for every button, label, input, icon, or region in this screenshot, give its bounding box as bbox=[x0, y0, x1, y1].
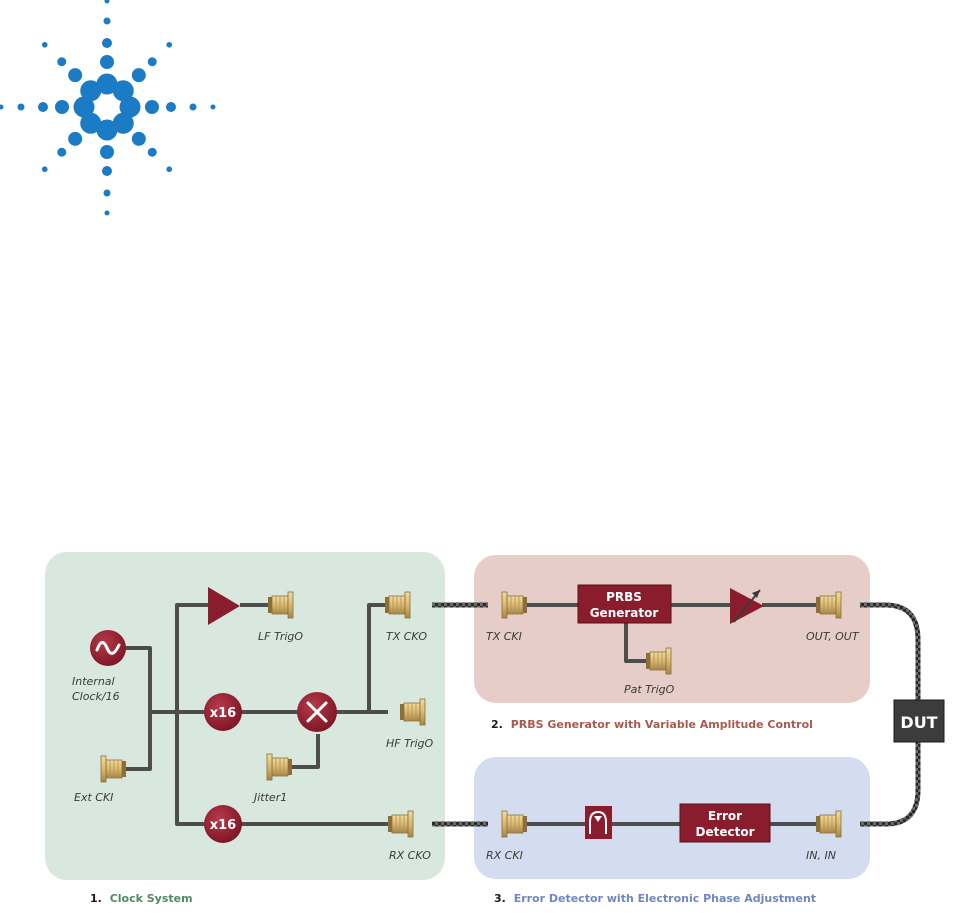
x16-bottom-label: x16 bbox=[210, 818, 236, 833]
tx-cki-connector-icon bbox=[501, 591, 528, 619]
caption-prbs-num: 2. bbox=[491, 718, 503, 731]
prbs-generator-panel bbox=[474, 555, 870, 703]
prbs-label-line1: PRBS bbox=[606, 590, 642, 604]
x16-multiplier-top: x16 bbox=[204, 693, 242, 731]
x16-top-label: x16 bbox=[210, 706, 236, 721]
caption-prbs-text: PRBS Generator with Variable Amplitude C… bbox=[511, 718, 813, 731]
dut-label: DUT bbox=[900, 713, 937, 732]
dut-block: DUT bbox=[893, 699, 945, 743]
tx-cki-label: TX CKI bbox=[486, 630, 522, 643]
hf-trigo-label: HF TrigO bbox=[386, 737, 434, 750]
caption-clock-num: 1. bbox=[90, 892, 102, 905]
caption-error: 3. Error Detector with Electronic Phase … bbox=[494, 892, 816, 905]
phase-adjust-icon bbox=[585, 806, 612, 839]
caption-clock-system: 1. Clock System bbox=[90, 892, 193, 905]
pat-trigo-label: Pat TrigO bbox=[624, 683, 675, 696]
internal-clock-label-2: Clock/16 bbox=[72, 690, 120, 703]
caption-error-num: 3. bbox=[494, 892, 506, 905]
lf-trigo-label: LF TrigO bbox=[258, 630, 303, 643]
sine-oscillator-icon bbox=[90, 630, 126, 666]
prbs-generator-block: PRBS Generator bbox=[577, 584, 672, 624]
mixer-icon bbox=[297, 692, 337, 732]
jitter-label: Jitter1 bbox=[252, 791, 287, 804]
rx-cko-label: RX CKO bbox=[389, 849, 431, 862]
variable-amplifier-icon bbox=[730, 588, 764, 624]
clock-system-panel bbox=[45, 552, 445, 880]
caption-clock-text: Clock System bbox=[110, 892, 193, 905]
pat-trigo-connector-icon bbox=[645, 647, 672, 675]
x16-multiplier-bottom: x16 bbox=[204, 805, 242, 843]
rx-cko-connector-icon bbox=[387, 810, 414, 838]
error-label-line2: Detector bbox=[696, 825, 755, 839]
internal-clock-label-1: Internal bbox=[72, 675, 115, 688]
error-detector-panel bbox=[474, 757, 870, 879]
prbs-label-line2: Generator bbox=[590, 606, 659, 620]
ext-cki-label: Ext CKI bbox=[74, 791, 113, 804]
rx-cki-connector-icon bbox=[501, 810, 528, 838]
tx-cko-connector-icon bbox=[384, 591, 411, 619]
amplifier-icon bbox=[208, 587, 240, 625]
lf-trigo-connector-icon bbox=[267, 591, 294, 619]
rx-cki-label: RX CKI bbox=[486, 849, 523, 862]
out-label: OUT, OUT bbox=[806, 630, 860, 643]
hf-trigo-connector-icon bbox=[399, 698, 426, 726]
caption-error-text: Error Detector with Electronic Phase Adj… bbox=[514, 892, 816, 905]
in-connector-icon bbox=[815, 810, 842, 838]
jitter-connector-icon bbox=[266, 753, 293, 781]
error-detector-block: Error Detector bbox=[679, 803, 771, 843]
error-label-line1: Error bbox=[708, 809, 742, 823]
out-to-dut-cable bbox=[860, 602, 921, 700]
caption-prbs: 2. PRBS Generator with Variable Amplitud… bbox=[491, 718, 813, 731]
tx-cko-label: TX CKO bbox=[386, 630, 427, 643]
in-label: IN, IN bbox=[806, 849, 836, 862]
ext-cki-connector-icon bbox=[100, 755, 127, 783]
dut-to-in-cable bbox=[860, 742, 921, 827]
agilent-spark-logo-icon bbox=[0, 0, 216, 216]
out-connector-icon bbox=[815, 591, 842, 619]
